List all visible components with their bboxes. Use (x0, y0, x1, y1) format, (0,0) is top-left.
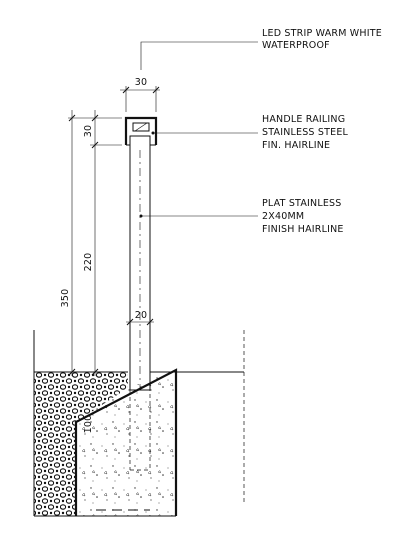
railing-callout-line-3: FIN. HAIRLINE (262, 140, 330, 151)
dim-chain-tick-3 (91, 368, 99, 376)
dim-top-tick-right (152, 86, 160, 94)
dim-mid-height: 220 (83, 253, 94, 272)
dim-total-tick-top (68, 114, 76, 122)
ground-section (33, 330, 245, 517)
plate-leader-dot (139, 214, 143, 218)
railing-callout-line-1: HANDLE RAILING (262, 114, 345, 125)
railing-callout: HANDLE RAILING STAINLESS STEEL FIN. HAIR… (262, 114, 349, 151)
plate-callout-line-1: PLAT STAINLESS (262, 198, 341, 209)
dim-embed-depth: 100 (83, 415, 94, 434)
dimensions: 30 30 220 350 20 100 (60, 77, 160, 433)
dim-post-tick-right (146, 318, 154, 326)
led-callout-line-2: WATERPROOF (262, 40, 330, 51)
railing-callout-line-2: STAINLESS STEEL (262, 127, 349, 138)
led-strip (132, 122, 150, 132)
led-callout-line-1: LED STRIP WARM WHITE (262, 28, 382, 39)
led-callout: LED STRIP WARM WHITE WATERPROOF (262, 28, 382, 51)
concrete-slope-edge (74, 368, 178, 516)
dim-total-tick-bottom (68, 368, 76, 376)
leaders (139, 41, 258, 218)
led-leader (140, 41, 258, 70)
railing-leader-dot (151, 131, 155, 135)
dim-chain-tick-1 (91, 114, 99, 122)
plate-callout: PLAT STAINLESS 2X40MM FINISH HAIRLINE (262, 198, 344, 235)
dim-post-width: 20 (135, 310, 148, 321)
handle-railing-cap (124, 116, 158, 146)
plate-post (129, 135, 151, 391)
concrete-fill (76, 370, 176, 516)
led-strip-hatch (134, 122, 148, 132)
gravel-fill (34, 372, 128, 516)
dim-total-height: 350 (60, 289, 71, 308)
dim-top-tick-left (122, 86, 130, 94)
handle-channel (124, 116, 158, 145)
dim-post-tick-left (126, 318, 134, 326)
dim-handle-height: 30 (83, 125, 94, 138)
plate-callout-line-2: 2X40MM (262, 211, 304, 222)
railing-post (129, 135, 151, 391)
plate-callout-line-3: FINISH HAIRLINE (262, 224, 344, 235)
dim-chain-tick-2 (91, 141, 99, 149)
dim-top-width: 30 (135, 77, 148, 88)
